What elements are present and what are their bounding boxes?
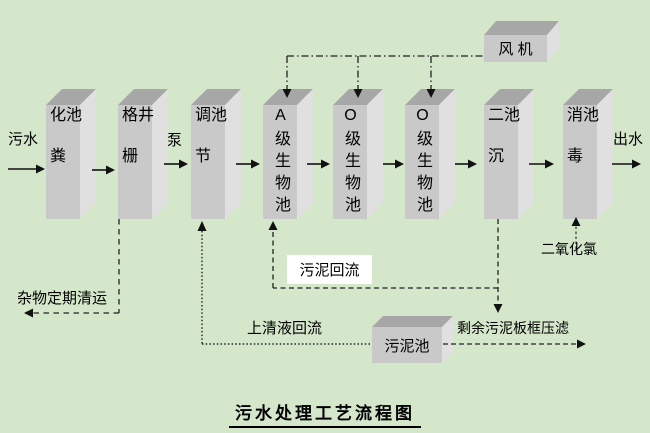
tank-box-disinfection bbox=[563, 89, 613, 219]
tank-label-o-bio-1: O级生物池 bbox=[342, 107, 359, 218]
tank-box-septic bbox=[46, 89, 96, 219]
chlorine-dioxide-label: 二氧化氯 bbox=[541, 241, 597, 257]
tank-label-disinfection: 消毒池 bbox=[564, 106, 597, 188]
blower-air-lines bbox=[282, 55, 483, 98]
pump-label: 泵 bbox=[167, 132, 183, 149]
tank-label-a-bio: A级生物池 bbox=[272, 107, 289, 218]
main-flow-arrows bbox=[8, 159, 641, 175]
outflow-label: 出水 bbox=[613, 131, 644, 148]
excess-sludge-label: 剩余污泥板框压滤 bbox=[457, 320, 569, 336]
diagram-title: 污水处理工艺流程图 bbox=[0, 399, 650, 428]
tank-box-o-bio-2 bbox=[405, 89, 455, 219]
tank-box-regulating bbox=[191, 89, 241, 219]
inflow-label: 污水 bbox=[8, 131, 39, 148]
debris-removal-lines bbox=[24, 219, 120, 318]
blower-label: 风 机 bbox=[498, 41, 533, 58]
tank-label-regulating: 调节池 bbox=[192, 106, 225, 188]
tank-box-o-bio-1 bbox=[333, 89, 383, 219]
tank-label-grid-well: 格栅井 bbox=[119, 106, 152, 188]
sludge-return-label: 污泥回流 bbox=[287, 255, 372, 284]
tank-label-septic: 化粪池 bbox=[47, 106, 80, 188]
supernatant-return-lines bbox=[197, 221, 372, 345]
tank-label-o-bio-2: O级生物池 bbox=[414, 107, 431, 218]
tank-box-a-bio bbox=[263, 89, 313, 219]
excess-sludge-line bbox=[443, 339, 586, 349]
tank-label-secondary-sedimentation: 二沉池 bbox=[485, 106, 518, 188]
tank-box-grid-well bbox=[118, 89, 168, 219]
blower-box bbox=[484, 21, 559, 62]
sludge-return-lines bbox=[268, 219, 503, 313]
chlorine-dioxide-line bbox=[571, 217, 581, 249]
debris-removal-label: 杂物定期清运 bbox=[17, 290, 108, 307]
supernatant-return-label: 上清液回流 bbox=[247, 320, 323, 337]
sludge-tank-box bbox=[372, 316, 453, 363]
sludge-tank-label: 污泥池 bbox=[384, 337, 430, 355]
tank-box-secondary-sedimentation bbox=[484, 89, 534, 219]
